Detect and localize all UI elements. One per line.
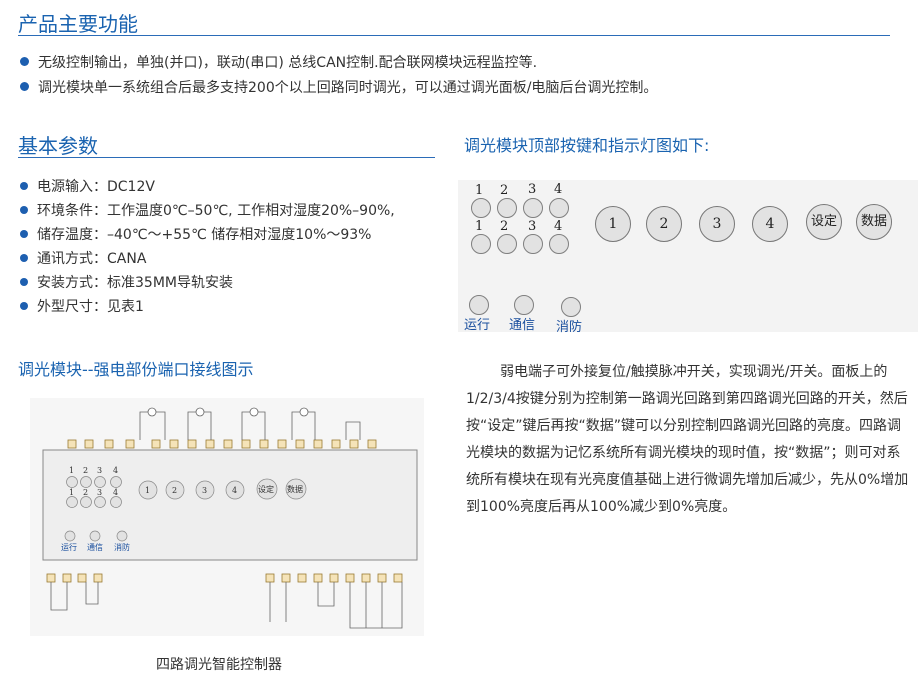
fire-indicator-icon bbox=[561, 297, 581, 317]
button-panel-illustration: 1 2 3 4 1 2 3 4 1 2 3 4 设定 数据 运行 通信 消防 bbox=[458, 180, 918, 335]
comm-indicator-icon bbox=[514, 295, 534, 315]
param-item: 通讯方式：CANA bbox=[20, 248, 146, 268]
panel-title: 调光模块顶部按键和指示灯图如下: bbox=[464, 136, 710, 155]
small-button bbox=[549, 198, 569, 218]
bullet-icon bbox=[20, 302, 28, 310]
feature-item: 调光模块单一系统组合后最多支持200个以上回路同时调光，可以通过调光面板/电脑后… bbox=[20, 77, 657, 97]
channel-4-button: 4 bbox=[752, 206, 788, 242]
small-label: 4 bbox=[554, 219, 563, 234]
run-label: 运行 bbox=[464, 318, 491, 333]
small-label: 3 bbox=[528, 219, 537, 234]
diagram-label: 1 bbox=[69, 466, 74, 475]
diagram-label: 1 bbox=[145, 486, 150, 495]
param-item: 储存温度：–40℃～+55℃ 储存相对湿度10%～93% bbox=[20, 224, 372, 244]
diagram-label: 2 bbox=[172, 486, 177, 495]
small-button bbox=[471, 198, 491, 218]
param-item: 环境条件：工作温度0℃–50℃, 工作相对湿度20%–90%, bbox=[20, 200, 395, 220]
small-label: 2 bbox=[500, 219, 509, 234]
bullet-icon bbox=[20, 230, 28, 238]
section1-rule bbox=[18, 35, 890, 36]
diagram-label: 运行 bbox=[61, 542, 77, 552]
bullet-icon bbox=[20, 82, 29, 91]
small-label: 1 bbox=[475, 219, 484, 234]
small-button bbox=[549, 234, 569, 254]
small-label: 1 bbox=[475, 183, 484, 198]
diagram-caption: 四路调光智能控制器 bbox=[156, 657, 282, 673]
diagram-label: 数据 bbox=[287, 484, 303, 494]
description-text: 弱电端子可外接复位/触摸脉冲开关，实现调光/开关。面板上的1/2/3/4按键分别… bbox=[466, 364, 909, 515]
small-button bbox=[471, 234, 491, 254]
diagram-label: 通信 bbox=[87, 542, 103, 552]
bullet-icon bbox=[20, 278, 28, 286]
param-item: 电源输入：DC12V bbox=[20, 176, 155, 196]
small-button bbox=[497, 198, 517, 218]
bullet-icon bbox=[20, 206, 28, 214]
diagram-label: 2 bbox=[83, 488, 88, 497]
diagram-label: 3 bbox=[202, 486, 207, 495]
channel-2-button: 2 bbox=[646, 206, 682, 242]
small-label: 3 bbox=[528, 182, 537, 197]
bullet-icon bbox=[20, 57, 29, 66]
diagram-label: 1 bbox=[69, 488, 74, 497]
diagram-label: 3 bbox=[97, 466, 102, 475]
description-paragraph: 弱电端子可外接复位/触摸脉冲开关，实现调光/开关。面板上的1/2/3/4按键分别… bbox=[466, 359, 911, 521]
comm-label: 通信 bbox=[509, 318, 536, 333]
diagram-label: 4 bbox=[113, 488, 118, 497]
diagram-label: 4 bbox=[232, 486, 237, 495]
diagram-label: 4 bbox=[113, 466, 118, 475]
bullet-icon bbox=[20, 254, 28, 262]
run-indicator-icon bbox=[469, 295, 489, 315]
bullet-icon bbox=[20, 182, 28, 190]
small-button bbox=[523, 198, 543, 218]
param-item: 安装方式：标准35MM导轨安装 bbox=[20, 272, 233, 292]
param-item: 外型尺寸：见表1 bbox=[20, 296, 144, 316]
setting-button: 设定 bbox=[806, 204, 842, 240]
feature-item: 无级控制输出，单独(并口)，联动(串口) 总线CAN控制.配合联网模块远程监控等… bbox=[20, 52, 537, 72]
small-button bbox=[497, 234, 517, 254]
diagram-label: 3 bbox=[97, 488, 102, 497]
small-label: 2 bbox=[500, 183, 509, 198]
diagram-label: 2 bbox=[83, 466, 88, 475]
wiring-title: 调光模块--强电部份端口接线图示 bbox=[18, 360, 254, 379]
section1-title: 产品主要功能 bbox=[18, 12, 138, 36]
channel-1-button: 1 bbox=[595, 206, 631, 242]
fire-label: 消防 bbox=[556, 320, 583, 335]
diagram-label: 设定 bbox=[258, 484, 274, 494]
wiring-diagram: 1 2 3 4 1 2 3 4 1 2 3 4 设定 数据 运行 通信 消防 bbox=[30, 398, 424, 636]
channel-3-button: 3 bbox=[699, 206, 735, 242]
small-button bbox=[523, 234, 543, 254]
small-label: 4 bbox=[554, 182, 563, 197]
diagram-label: 消防 bbox=[114, 542, 130, 552]
section2-title: 基本参数 bbox=[18, 134, 98, 158]
section2-rule bbox=[18, 157, 435, 158]
data-button: 数据 bbox=[856, 204, 892, 240]
